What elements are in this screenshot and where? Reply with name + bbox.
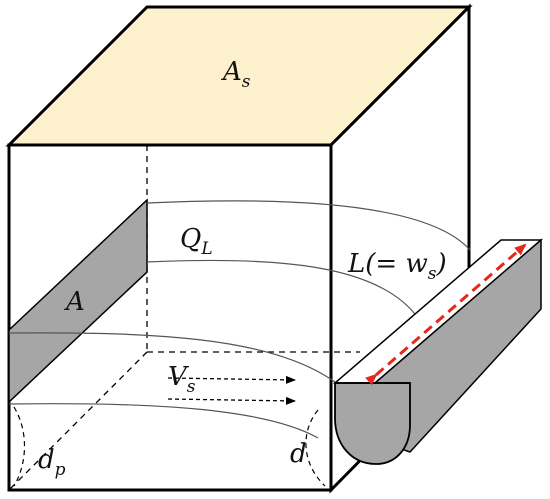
label-flow: QL [180,224,213,259]
velocity-arrows [167,375,296,405]
inflow-baffle [8,198,148,404]
label-depth: d [290,439,307,469]
label-inflow-area: A [64,287,85,317]
label-top-area: As [221,57,251,92]
depth-braces [13,406,326,487]
label-length: L(= ws) [347,249,447,284]
label-pipe-diameter: dp [38,445,66,480]
length-double-arrow [365,243,527,386]
label-velocity: Vs [168,362,196,397]
